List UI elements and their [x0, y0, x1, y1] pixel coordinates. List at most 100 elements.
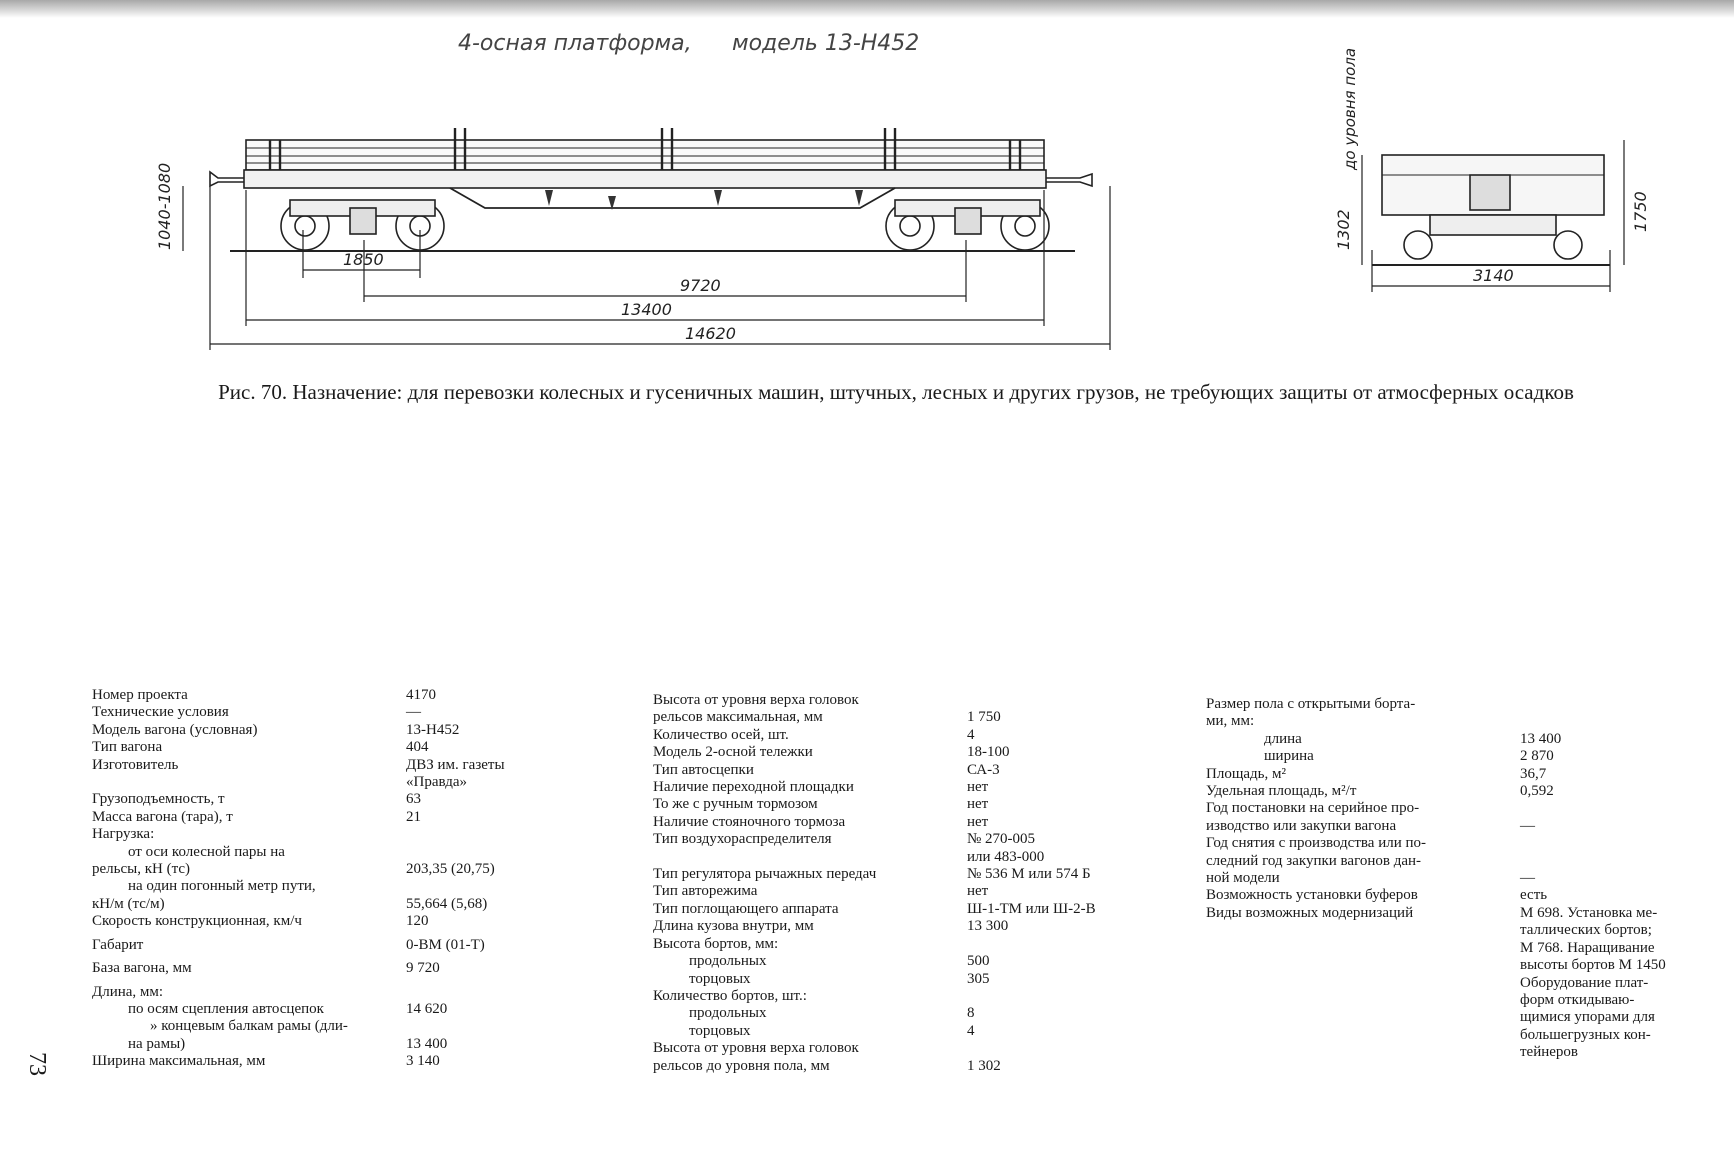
spec-row: изводство или закупки вагона—	[1206, 818, 1710, 835]
spec-label: Площадь, м²	[1206, 765, 1286, 782]
side-view	[182, 128, 1111, 350]
spec-label: ми, мм:	[1206, 713, 1255, 730]
dim-wagon-base: 9720	[680, 276, 721, 295]
spec-row: Модель 2-осной тележки 18-100	[653, 744, 1157, 761]
spec-label: Размер пола с открытыми борта-	[1206, 696, 1416, 712]
spec-value: Оборудование плат-	[1520, 974, 1649, 991]
spec-row: Модель вагона (условная)13-Н452	[92, 722, 556, 739]
spec-label	[1206, 1027, 1520, 1044]
spec-value: «Правда»	[406, 774, 467, 791]
spec-value: 13 400	[406, 1035, 448, 1052]
spec-value	[967, 936, 1157, 953]
spec-label: Ширина максимальная, мм	[92, 1053, 266, 1070]
spec-value: 1 750	[967, 709, 1001, 726]
spec-value: Ш-1-ТМ или Ш-2-В	[967, 900, 1096, 917]
spec-row: Высота бортов, мм:	[653, 936, 1157, 953]
spec-value	[1520, 696, 1710, 713]
spec-label: Возможность установки буферов	[1206, 887, 1418, 904]
spec-value: 1 302	[967, 1057, 1001, 1074]
spec-label	[1206, 1044, 1520, 1061]
spec-value: 18-100	[967, 744, 1010, 761]
spec-row: рельсов максимальная, мм 1 750	[653, 709, 1157, 726]
spec-value: есть	[1520, 887, 1548, 904]
figure-caption: Рис. 70. Назначение: для перевозки колес…	[218, 380, 1574, 404]
spec-label: Масса вагона (тара), т	[92, 808, 233, 825]
spec-label	[1206, 940, 1520, 957]
spec-row: «Правда»	[92, 774, 556, 791]
spec-value: 4	[967, 726, 975, 743]
spec-value: 13-Н452	[406, 721, 460, 738]
spec-value: щимися упорами для	[1520, 1009, 1655, 1026]
spec-label: рельсы, кН (тс)	[92, 861, 190, 878]
spec-label: Год постановки на серийное про-	[1206, 800, 1420, 817]
spec-row: Тип регулятора рычажных передач № 536 М и…	[653, 866, 1157, 883]
scan-top-shading	[0, 0, 1734, 18]
spec-label: То же с ручным тормозом	[653, 796, 818, 813]
spec-value	[1520, 835, 1710, 852]
wagon-technical-drawing: 4-осная платформа, модель 13-Н452	[155, 31, 1650, 350]
spec-value: или 483-000	[967, 848, 1045, 865]
spec-row: на рамы)13 400	[92, 1036, 556, 1053]
spec-label: Наличие переходной площадки	[653, 779, 854, 796]
spec-label	[92, 774, 406, 791]
spec-label: рельсов максимальная, мм	[653, 709, 823, 726]
spec-value	[406, 826, 556, 843]
spec-row: » концевым балкам рамы (дли-	[92, 1018, 556, 1035]
dim-width: 3140	[1473, 266, 1514, 285]
spec-value: —	[1520, 817, 1535, 834]
spec-label: Виды возможных модернизаций	[1206, 904, 1414, 921]
spec-label: Тип регулятора рычажных передач	[653, 866, 877, 883]
spec-value: 2 870	[1520, 748, 1554, 765]
spec-label: Высота от уровня верха головок	[653, 692, 859, 708]
spec-label: Высота бортов, мм:	[653, 935, 779, 952]
spec-value: нет	[967, 883, 989, 900]
spec-label: рельсов до уровня пола, мм	[653, 1057, 830, 1074]
spec-label: Технические условия	[92, 704, 229, 721]
spec-label: Высота от уровня верха головок	[653, 1040, 859, 1057]
spec-value	[967, 1040, 1157, 1057]
spec-value: 8	[967, 1005, 975, 1022]
spec-label: Грузоподъемность, т	[92, 791, 225, 808]
spec-value: № 536 М или 574 Б	[967, 866, 1091, 883]
spec-value	[1520, 800, 1710, 817]
spec-value: 14 620	[406, 1000, 448, 1017]
spec-value: 120	[406, 913, 429, 930]
spec-label: ширина	[1264, 748, 1314, 765]
spec-row: большегрузных кон-	[1206, 1027, 1710, 1044]
spec-value: СА-3	[967, 761, 1000, 778]
spec-value: 3 140	[406, 1053, 440, 1070]
spec-label	[1206, 992, 1520, 1009]
spec-row: Размер пола с открытыми борта-	[1206, 696, 1710, 713]
spec-row: Количество осей, шт.4	[653, 727, 1157, 744]
spec-row: Год постановки на серийное про-	[1206, 800, 1710, 817]
spec-label: Скорость конструкционная, км/ч	[92, 913, 302, 930]
spec-label: Тип вагона	[92, 739, 163, 756]
spec-label: кН/м (тс/м)	[92, 895, 165, 912]
spec-label: Модель 2-осной тележки	[653, 744, 813, 761]
spec-label: продольных	[689, 953, 767, 970]
dim-max-height: 1750	[1631, 191, 1650, 232]
spec-label: Длина, мм:	[92, 983, 164, 1000]
spec-value: 13 300	[967, 918, 1009, 935]
spec-value: —	[1520, 870, 1535, 887]
spec-value: 63	[406, 791, 421, 808]
spec-label	[1206, 922, 1520, 939]
spec-label: Номер проекта	[92, 687, 188, 703]
spec-value	[406, 844, 556, 861]
spec-row: М 768. Наращивание	[1206, 940, 1710, 957]
spec-row: Количество бортов, шт.:	[653, 988, 1157, 1005]
page-number: 73	[24, 1052, 50, 1076]
spec-label: Удельная площадь, м²/т	[1206, 783, 1357, 800]
bogie-left	[280, 199, 445, 251]
spec-label: Изготовитель	[92, 756, 179, 773]
spec-value	[1520, 713, 1710, 730]
dim-height-range: 1040-1080	[155, 163, 174, 250]
